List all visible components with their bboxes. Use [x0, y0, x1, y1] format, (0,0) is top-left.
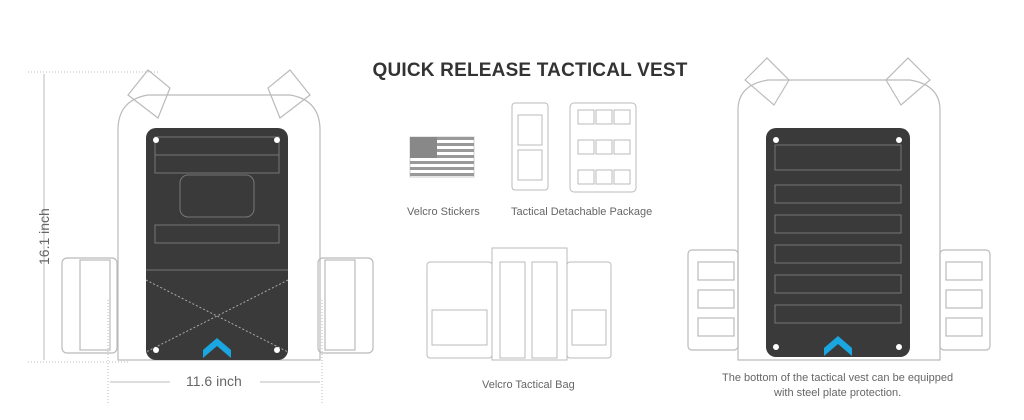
front-panel: [146, 128, 288, 360]
detachable-package-label: Tactical Detachable Package: [511, 206, 653, 218]
velcro-tactical-bag: [426, 247, 612, 361]
front-vest-drawing: [61, 69, 374, 361]
caption-line-1: The bottom of the tactical vest can be e…: [722, 372, 954, 384]
width-label: 11.6 inch: [186, 373, 242, 389]
page-title: QUICK RELEASE TACTICAL VEST: [372, 60, 688, 81]
caption-line-2: with steel plate protection.: [774, 387, 902, 399]
dimension-lines: [28, 71, 323, 405]
chevron-icon: [824, 336, 852, 356]
detachable-packages: [511, 102, 637, 193]
height-label: 16.1 inch: [36, 208, 52, 265]
us-flag-sticker: [409, 136, 475, 178]
velcro-stickers-label: Velcro Stickers: [407, 206, 480, 218]
chevron-icon: [203, 338, 231, 358]
velcro-bag-label: Velcro Tactical Bag: [482, 379, 575, 391]
back-vest-drawing: [687, 57, 991, 361]
